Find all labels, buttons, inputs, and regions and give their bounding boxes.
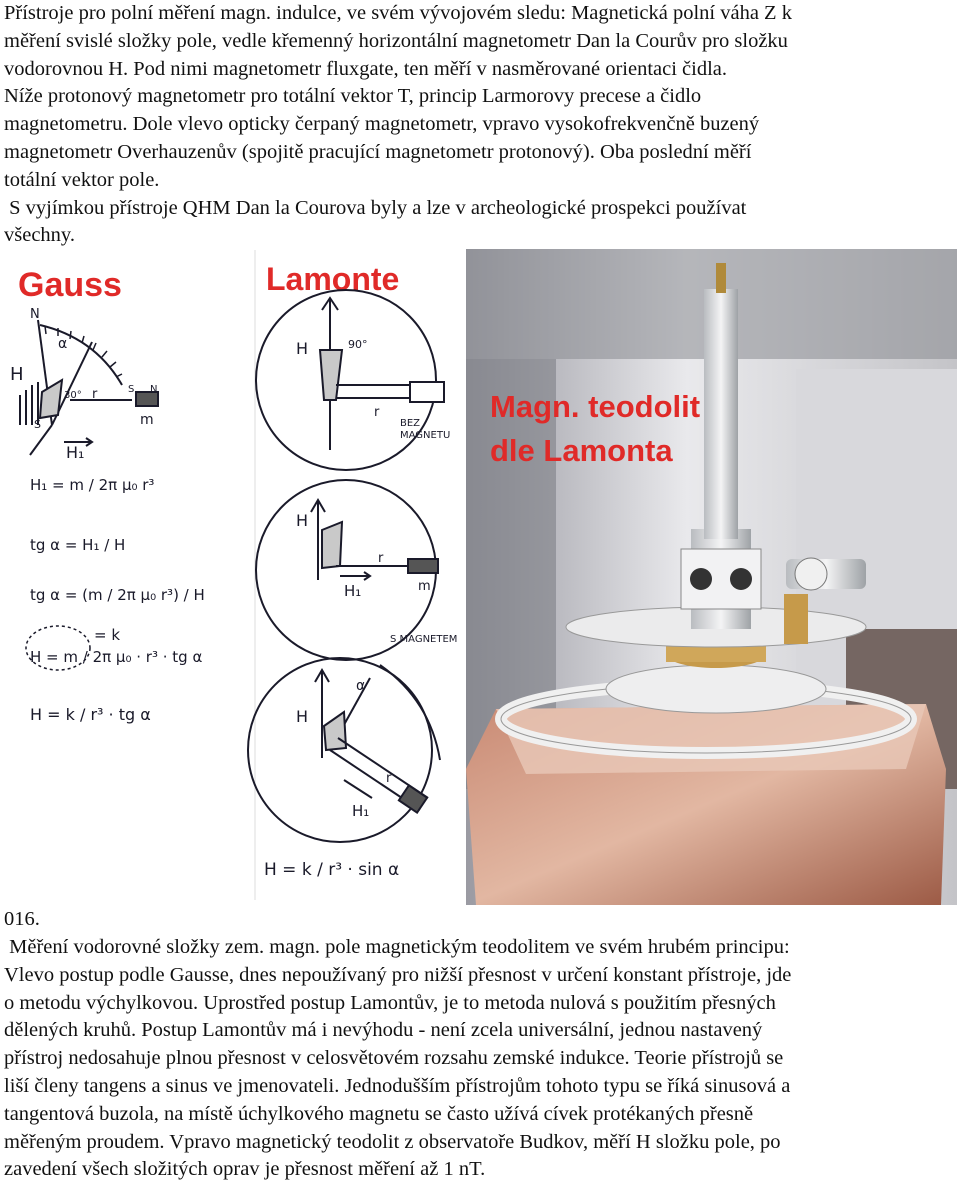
lamonte2-h1-label: H₁ xyxy=(344,582,361,600)
caption-line: měřeným proudem. Vpravo magnetický teodo… xyxy=(4,1130,781,1153)
lamonte3-alpha-label: α xyxy=(356,678,365,694)
theodolite-instrument xyxy=(495,263,917,759)
lamonte3-h-label: H xyxy=(296,707,308,726)
intro-line: S vyjímkou přístroje QHM Dan la Courova … xyxy=(4,196,747,219)
intro-line: magnetometru. Dole vlevo opticky čerpaný… xyxy=(4,113,760,136)
gauss-r-label: r xyxy=(92,387,98,402)
intro-line: měření svislé složky pole, vedle křemenn… xyxy=(4,29,788,52)
intro-line: totální vektor pole. xyxy=(4,168,160,191)
gauss-north-label: N xyxy=(30,307,40,322)
intro-line: vodorovnou H. Pod nimi magnetometr fluxg… xyxy=(4,57,727,80)
magnetic-theodolite-photo: Magn. teodolit dle Lamonta xyxy=(466,249,957,905)
formula-tg-alpha: tg α = H₁ / H xyxy=(30,536,125,554)
caption-line: liší členy tangens a sinus ve jmenovatel… xyxy=(4,1074,791,1097)
caption-line: zavedení všech složitých oprav je přesno… xyxy=(4,1158,486,1181)
lamonte-diagram-with-magnet xyxy=(255,479,439,661)
figure-number: 016. xyxy=(4,908,40,930)
s-magnetem-label: S MAGNETEM xyxy=(390,634,457,645)
formula-h-sine: H = k / r³ · sin α xyxy=(264,860,399,880)
gauss-h1-label: H₁ xyxy=(66,443,84,462)
photo-label-line2: dle Lamonta xyxy=(490,433,673,468)
bez-magnetu-line1: BEZ xyxy=(400,418,420,429)
caption-line: o metodu výchylkovou. Uprostřed postup L… xyxy=(4,991,776,1014)
lamonte2-r-label: r xyxy=(378,551,384,566)
intro-line: magnetometr Overhauzenův (spojitě pracuj… xyxy=(4,140,752,163)
formula-k: = k xyxy=(94,626,120,644)
formula-h1: H₁ = m / 2π μ₀ r³ xyxy=(30,476,154,494)
intro-line: všechny. xyxy=(4,224,75,247)
bez-magnetu-line2: MAGNETU xyxy=(400,430,450,441)
caption-line: přístroj nedosahuje plnou přesnost v cel… xyxy=(4,1047,784,1070)
gauss-m-label: m xyxy=(140,412,154,428)
photo-label-line1: Magn. teodolit xyxy=(490,389,700,424)
gauss-south-label: S xyxy=(34,418,41,431)
lamonte3-h1-label: H₁ xyxy=(352,802,369,820)
lamonte-diagram-deflected xyxy=(247,657,441,843)
gauss-magnet-n-label: N xyxy=(150,384,157,395)
caption-line: dělených kruhů. Postup Lamontův má i nev… xyxy=(4,1019,763,1042)
formula-h: H = m / 2π μ₀ · r³ · tg α xyxy=(30,648,202,666)
gauss-h-label: H xyxy=(10,364,24,385)
intro-paragraph: Přístroje pro polní měření magn. indulce… xyxy=(4,0,954,250)
gauss-formulas: H₁ = m / 2π μ₀ r³ tg α = H₁ / H tg α = (… xyxy=(25,476,205,724)
lamonte1-h-label: H xyxy=(296,339,308,358)
lamonte3-r-label: r xyxy=(386,771,392,786)
gauss-title: Gauss xyxy=(18,266,122,304)
lamonte1-r-label: r xyxy=(374,405,380,420)
gauss-deflection-diagram xyxy=(19,319,159,456)
lamonte-diagram-without-magnet xyxy=(255,289,445,471)
lamonte2-m-label: m xyxy=(418,579,431,594)
caption-paragraph: Měření vodorovné složky zem. magn. pole … xyxy=(4,934,954,1184)
intro-line: Přístroje pro polní měření magn. indulce… xyxy=(4,2,792,24)
caption-line: Měření vodorovné složky zem. magn. pole … xyxy=(4,936,790,958)
lamonte1-angle-label: 90° xyxy=(348,338,368,351)
formula-tg-alpha-expanded: tg α = (m / 2π μ₀ r³) / H xyxy=(30,586,205,604)
gauss-lamonte-sketch: Gauss N α H 30° r S N m S H₁ H₁ = m / 2π… xyxy=(0,250,462,902)
formula-h-tangent: H = k / r³ · tg α xyxy=(30,705,151,724)
gauss-magnet-s-label: S xyxy=(128,384,134,395)
caption-line: tangentová buzola, na místě úchylkového … xyxy=(4,1102,754,1125)
gauss-angle-label: 30° xyxy=(64,390,82,401)
intro-line: Níže protonový magnetometr pro totální v… xyxy=(4,85,702,108)
caption-line: Vlevo postup podle Gausse, dnes nepoužív… xyxy=(4,963,792,986)
gauss-alpha-label: α xyxy=(58,336,67,352)
lamonte2-h-label: H xyxy=(296,511,308,530)
